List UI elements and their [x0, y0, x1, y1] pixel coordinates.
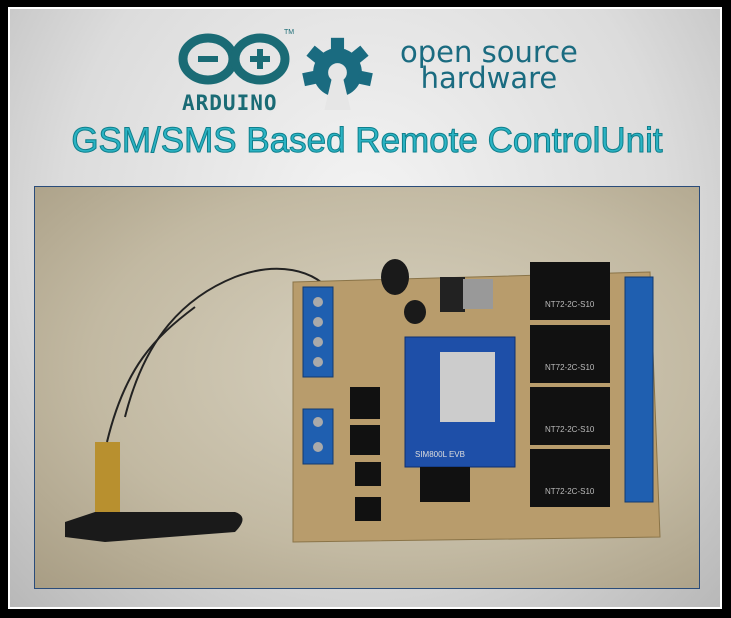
relay-label-3: NT72-2C-S10 — [545, 425, 595, 434]
page-title: GSM/SMS Based Remote ControlUnit — [71, 121, 663, 161]
pcb-photo: NT72-2C-S10 NT72-2C-S10 NT72-2C-S10 NT72… — [34, 186, 700, 589]
poster-frame: TM ARDUINO open source hardware GSM/SMS … — [8, 7, 722, 609]
open-source-hardware-gear-icon — [302, 37, 373, 110]
relay-label-1: NT72-2C-S10 — [545, 300, 595, 309]
arduino-infinity-logo — [178, 33, 290, 85]
arduino-tm: TM — [284, 29, 295, 36]
osh-wordmark: open source hardware — [400, 35, 578, 95]
pcb-illustration: NT72-2C-S10 NT72-2C-S10 NT72-2C-S10 NT72… — [65, 259, 661, 543]
osh-line2: hardware — [420, 61, 558, 95]
osh-line1: open source — [400, 35, 578, 69]
logo-row: TM ARDUINO open source hardware — [170, 29, 590, 119]
arduino-wordmark: ARDUINO — [182, 91, 278, 115]
relay-label-4: NT72-2C-S10 — [545, 487, 595, 496]
module-label: SIM800L EVB — [415, 450, 465, 459]
relay-label-2: NT72-2C-S10 — [545, 363, 595, 372]
